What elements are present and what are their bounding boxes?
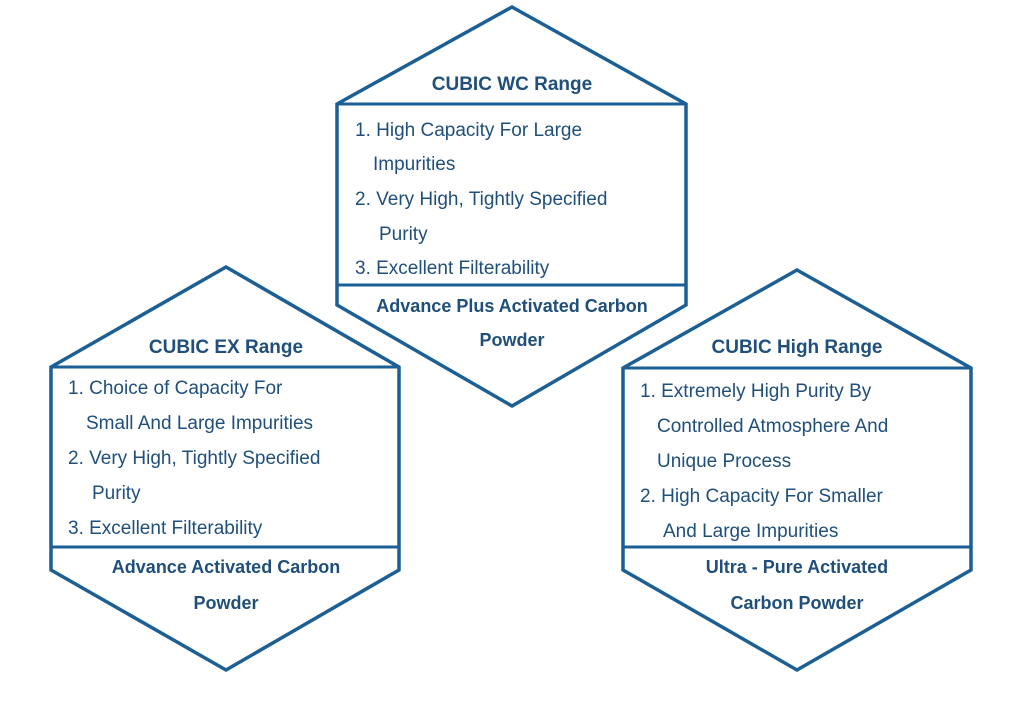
hexagon-high-item: Unique Process (657, 451, 791, 472)
hexagon-wc-item: 2. Very High, Tightly Specified (355, 189, 607, 210)
hexagon-high-item: And Large Impurities (663, 521, 838, 542)
hexagon-ex-footer-line: Advance Activated Carbon (112, 557, 340, 577)
hexagon-ex-footer-line: Powder (193, 593, 258, 613)
hexagon-ex-item: 3. Excellent Filterability (68, 518, 263, 539)
hexagon-high-title: CUBIC High Range (712, 337, 883, 358)
hexagon-wc-item: 3. Excellent Filterability (355, 258, 550, 279)
hexagon-wc-item: 1. High Capacity For Large (355, 120, 582, 141)
hexagon-wc-range: CUBIC WC Range 1. High Capacity For Larg… (335, 4, 688, 409)
hexagon-wc-footer-line: Powder (479, 330, 544, 350)
hexagon-ex-title: CUBIC EX Range (149, 337, 303, 358)
hexagon-high-footer-line: Ultra - Pure Activated (706, 557, 888, 577)
hexagon-ex-item: 2. Very High, Tightly Specified (68, 448, 320, 469)
hexagon-wc-item: Purity (379, 224, 428, 245)
hexagon-ex-item: 1. Choice of Capacity For (68, 378, 283, 399)
hexagon-high-item: 1. Extremely High Purity By (640, 381, 872, 402)
hexagon-ex-range: CUBIC EX Range 1. Choice of Capacity For… (49, 264, 401, 673)
hexagon-high-range: CUBIC High Range 1. Extremely High Purit… (621, 267, 973, 673)
hexagon-wc-item: Impurities (373, 154, 455, 175)
hexagon-ex-item: Purity (92, 483, 141, 504)
hexagon-high-item: Controlled Atmosphere And (657, 416, 888, 437)
hexagon-wc-footer-line: Advance Plus Activated Carbon (376, 296, 647, 316)
hexagon-high-item: 2. High Capacity For Smaller (640, 486, 884, 507)
hexagon-ex-item: Small And Large Impurities (86, 413, 313, 434)
hexagon-high-footer-line: Carbon Powder (730, 593, 863, 613)
hexagon-wc-title: CUBIC WC Range (432, 74, 592, 95)
